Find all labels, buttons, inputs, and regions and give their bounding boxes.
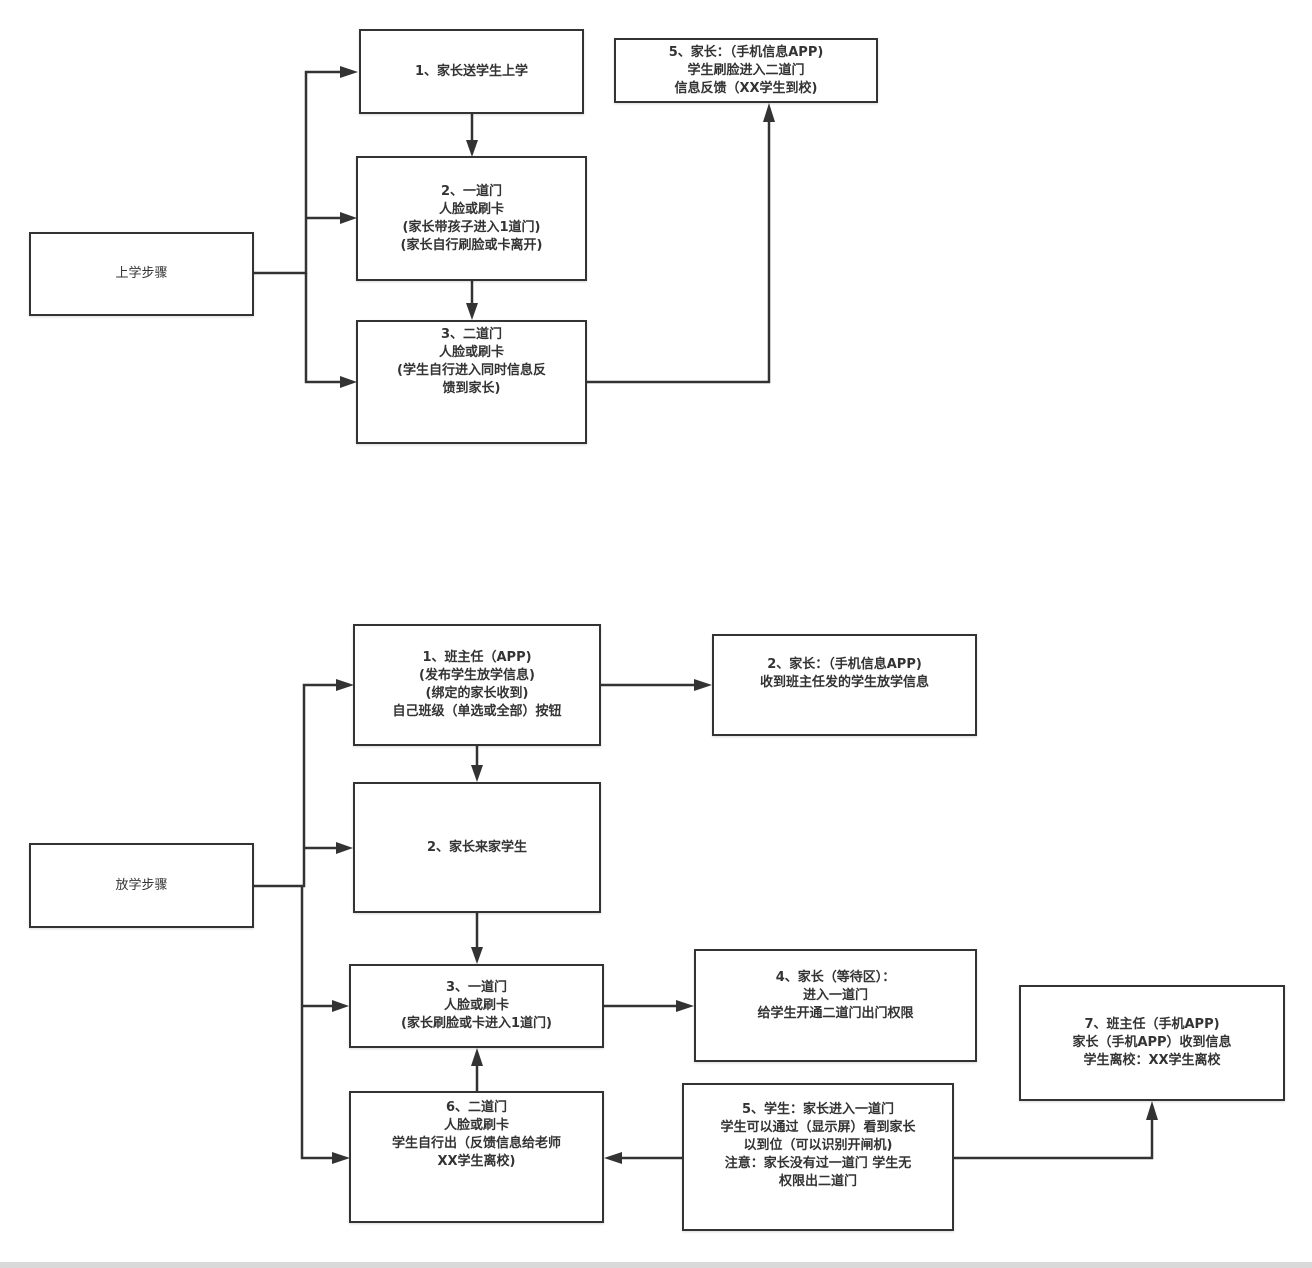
- node-text: 1、家长送学生上学: [414, 63, 529, 79]
- arrowhead-to-dis-3: [332, 1000, 349, 1012]
- arrowhead-to-arr-3: [340, 376, 357, 388]
- node-arrival-root[interactable]: 上学步骤: [29, 232, 254, 316]
- node-dis-6[interactable]: 6、二道门 人脸或刷卡 学生自行出（反馈信息给老师 XX学生离校): [349, 1091, 604, 1223]
- arrowhead-to-dis-6: [332, 1152, 350, 1164]
- arrowhead-to-arr-1: [340, 66, 358, 78]
- node-text: 上学步骤: [115, 266, 168, 281]
- node-dis-2[interactable]: 2、家长来家学生: [353, 782, 601, 913]
- node-text: 以到位（可以识别开闸机): [743, 1138, 893, 1153]
- edge-arrival-root-to-arr-3: [304, 273, 340, 384]
- node-text: 1、班主任（APP): [422, 650, 532, 665]
- edge-arrival-root-trunk: [253, 70, 340, 275]
- node-text: 学生可以通过（显示屏）看到家长: [720, 1120, 916, 1135]
- edge-dismissal-root-trunk: [253, 683, 336, 888]
- node-text: 人脸或刷卡: [438, 345, 504, 360]
- node-text: (发布学生放学信息): [419, 668, 535, 683]
- arrowhead-dis-1-to-dis-2: [471, 765, 483, 782]
- node-text: 2、一道门: [440, 183, 503, 199]
- node-dis-2p[interactable]: 2、家长：（手机信息APP) 收到班主任发的学生放学信息: [712, 634, 977, 736]
- node-text: 人脸或刷卡: [438, 201, 504, 217]
- node-text: 3、一道门: [445, 980, 508, 995]
- edge-arr-3-to-arr-5: [587, 120, 771, 384]
- node-text: 进入一道门: [802, 988, 868, 1003]
- node-text: (家长刷脸或卡进入1道门): [401, 1016, 552, 1031]
- node-text: 学生离校：XX学生离校: [1083, 1053, 1221, 1068]
- node-text: 2、家长：（手机信息APP): [767, 657, 922, 672]
- arrowhead-dis-5-to-dis-6: [604, 1152, 622, 1164]
- node-text: 5、学生：家长进入一道门: [741, 1102, 895, 1117]
- node-arr-3[interactable]: 3、二道门 人脸或刷卡 (学生自行进入同时信息反 馈到家长): [356, 320, 587, 444]
- node-dis-7[interactable]: 7、班主任（手机APP) 家长（手机APP）收到信息 学生离校：XX学生离校: [1019, 985, 1285, 1101]
- node-text: 5、家长：（手机信息APP): [668, 44, 824, 60]
- arrowhead-to-dis-1: [336, 679, 354, 691]
- node-text: (家长自行刷脸或卡离开): [400, 237, 543, 253]
- node-arr-1[interactable]: 1、家长送学生上学: [359, 29, 584, 114]
- edge-dismissal-root-to-dis-3-and-6: [300, 886, 332, 1160]
- node-text: 权限出二道门: [778, 1174, 857, 1189]
- node-text: 6、二道门: [445, 1100, 508, 1115]
- node-text: 人脸或刷卡: [443, 998, 509, 1013]
- node-dis-1[interactable]: 1、班主任（APP) (发布学生放学信息) (绑定的家长收到) 自己班级（单选或…: [353, 624, 601, 746]
- node-text: 信息反馈（XX学生到校): [674, 80, 818, 96]
- node-text: 人脸或刷卡: [443, 1118, 509, 1133]
- node-dis-5[interactable]: 5、学生：家长进入一道门 学生可以通过（显示屏）看到家长 以到位（可以识别开闸机…: [682, 1083, 954, 1231]
- arrowhead-arr-1-to-arr-2: [466, 140, 478, 157]
- node-text: 收到班主任发的学生放学信息: [759, 675, 929, 690]
- node-dis-3[interactable]: 3、一道门 人脸或刷卡 (家长刷脸或卡进入1道门): [349, 964, 604, 1048]
- node-text: 2、家长来家学生: [426, 839, 528, 855]
- node-text: 学生刷脸进入二道门: [687, 62, 805, 78]
- node-arr-5[interactable]: 5、家长：（手机信息APP) 学生刷脸进入二道门 信息反馈（XX学生到校): [614, 38, 878, 103]
- arrowhead-dis-6-to-dis-3: [471, 1048, 483, 1066]
- node-text: 给学生开通二道门出门权限: [757, 1006, 914, 1021]
- node-text: 4、家长（等待区）：: [775, 970, 896, 985]
- node-text: 馈到家长): [442, 381, 501, 396]
- node-text: (学生自行进入同时信息反: [397, 363, 546, 378]
- node-text: 家长（手机APP）收到信息: [1072, 1035, 1232, 1050]
- node-arr-2[interactable]: 2、一道门 人脸或刷卡 (家长带孩子进入1道门) (家长自行刷脸或卡离开): [356, 156, 587, 281]
- node-text: 7、班主任（手机APP): [1084, 1017, 1220, 1032]
- arrowhead-to-arr-2: [340, 212, 357, 224]
- node-text: XX学生离校): [437, 1154, 516, 1169]
- node-text: 学生自行出（反馈信息给老师: [391, 1136, 561, 1151]
- node-text: 注意：家长没有过一道门 学生无: [724, 1156, 912, 1171]
- node-text: 3、二道门: [440, 327, 503, 342]
- node-text: (绑定的家长收到): [425, 686, 529, 701]
- node-text: (家长带孩子进入1道门): [402, 219, 541, 235]
- arrowhead-arr-2-to-arr-3: [466, 303, 478, 320]
- node-text: 放学步骤: [115, 877, 168, 893]
- arrowhead-dis-3-to-dis-4: [676, 1000, 694, 1012]
- bottom-scroll-edge: [0, 1262, 1312, 1268]
- node-text: 自己班级（单选或全部）按钮: [392, 704, 562, 719]
- arrowhead-dis-5-to-dis-7: [1146, 1101, 1158, 1120]
- arrowhead-dis-2-to-dis-3: [471, 947, 483, 964]
- edge-dis-5-to-dis-7: [953, 1119, 1154, 1160]
- arrowhead-dis-1-to-dis-2p: [694, 679, 712, 691]
- node-dismissal-root[interactable]: 放学步骤: [29, 843, 254, 928]
- node-dis-4[interactable]: 4、家长（等待区）： 进入一道门 给学生开通二道门出门权限: [694, 949, 977, 1062]
- arrowhead-arr-3-to-arr-5: [763, 103, 775, 122]
- arrowhead-to-dis-2: [336, 842, 353, 854]
